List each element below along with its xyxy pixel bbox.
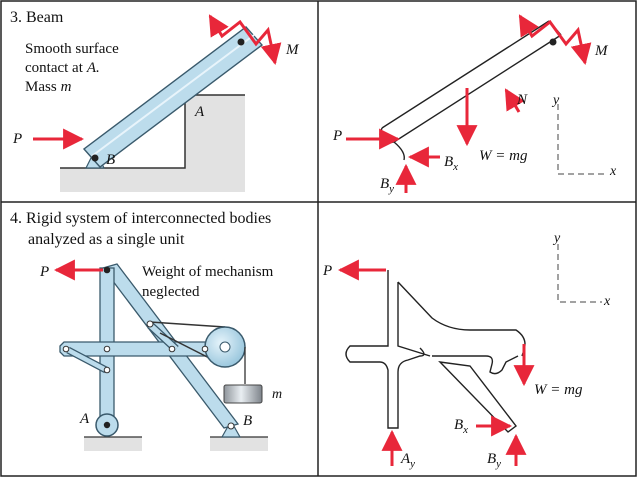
svg-text:contact atA.: contact atA. bbox=[25, 60, 100, 76]
moment-point bbox=[237, 38, 245, 46]
row1-label-M: M bbox=[285, 42, 300, 58]
ground-step bbox=[60, 95, 245, 192]
fbd-normal-arrow-N bbox=[504, 88, 525, 113]
row2-label-P: P bbox=[39, 264, 49, 280]
row1-label-B: B bbox=[106, 152, 115, 168]
row1-label-A: A bbox=[194, 104, 205, 120]
svg-text:3.Beam: 3.Beam bbox=[10, 9, 64, 26]
svg-text:Bx: Bx bbox=[454, 417, 468, 436]
row2-fbd-label-Bx: B bbox=[454, 417, 463, 433]
fbd-axes-1 bbox=[557, 104, 608, 175]
row1-fbd-label-By: B bbox=[380, 176, 389, 192]
pin-B bbox=[91, 154, 99, 162]
row2-fbd-label-Ay-sub: y bbox=[409, 458, 415, 470]
row1-fbd-label-Bx-sub: x bbox=[452, 161, 458, 173]
row1-number: 3. bbox=[10, 9, 22, 26]
mechanism-fbd bbox=[337, 244, 602, 466]
row2-fbd-label-By: B bbox=[487, 451, 496, 467]
beam-fbd-outline bbox=[379, 20, 562, 144]
row1-fbd-label-By-sub: y bbox=[388, 183, 394, 195]
row1-mass-symbol: m bbox=[61, 79, 72, 95]
row1-label-P: P bbox=[12, 131, 22, 147]
svg-text:Bx: Bx bbox=[444, 154, 458, 173]
ground-A bbox=[84, 437, 142, 451]
row2-fbd-label-Ay: A bbox=[400, 451, 411, 467]
row2-fbd-label-P: P bbox=[322, 263, 332, 279]
row1-fbd-label-M: M bbox=[594, 43, 609, 59]
row1-title: Beam bbox=[26, 9, 64, 26]
svg-text:By: By bbox=[380, 176, 394, 195]
svg-text:4.Rigid system of interconnect: 4.Rigid system of interconnected bodies bbox=[10, 210, 271, 227]
row1-desc-line1: Smooth surface bbox=[25, 41, 119, 57]
row1-fbd-label-x: x bbox=[609, 164, 617, 179]
row2-fbd-label-y: y bbox=[552, 231, 561, 246]
svg-text:Ay: Ay bbox=[400, 451, 415, 470]
row1-desc-point: A. bbox=[86, 60, 100, 76]
row1-desc-line3: Mass bbox=[25, 79, 57, 95]
row2-fbd-label-x: x bbox=[603, 294, 611, 309]
fbd-moment-arrow-M bbox=[518, 14, 592, 66]
mass-block bbox=[223, 384, 263, 404]
ground-B bbox=[210, 437, 268, 451]
row2-number: 4. bbox=[10, 210, 22, 227]
row2-fbd-label-By-sub: y bbox=[495, 458, 501, 470]
row1-fbd-label-Bx: B bbox=[444, 154, 453, 170]
row2-note-line2: neglected bbox=[142, 284, 200, 300]
row1-fbd-label-y: y bbox=[551, 93, 560, 108]
row1-fbd-label-N: N bbox=[516, 92, 528, 108]
row2-fbd-label-Bx-sub: x bbox=[462, 424, 468, 436]
moment-arrow-M bbox=[208, 14, 282, 66]
row1-desc-line2: contact at bbox=[25, 60, 84, 76]
row2-mass-symbol: m bbox=[272, 387, 282, 402]
row2-label-B: B bbox=[243, 413, 252, 429]
row2-fbd-weight-label: W = mg bbox=[534, 382, 583, 398]
beam-sketch bbox=[33, 14, 282, 192]
beam-fbd bbox=[346, 14, 608, 193]
fbd-axes-2 bbox=[557, 244, 602, 303]
row2-label-A: A bbox=[79, 411, 90, 427]
row1-fbd-label-P: P bbox=[332, 128, 342, 144]
row2-title-line1: Rigid system of interconnected bodies bbox=[26, 210, 271, 227]
svg-text:By: By bbox=[487, 451, 501, 470]
row2-note-line1: Weight of mechanism bbox=[142, 264, 274, 280]
mechanism-fbd-outline bbox=[345, 270, 526, 433]
row2-title-line2: analyzed as a single unit bbox=[28, 231, 185, 248]
row1-fbd-weight-label: W = mg bbox=[479, 148, 528, 164]
mechanism-sketch bbox=[53, 259, 268, 451]
